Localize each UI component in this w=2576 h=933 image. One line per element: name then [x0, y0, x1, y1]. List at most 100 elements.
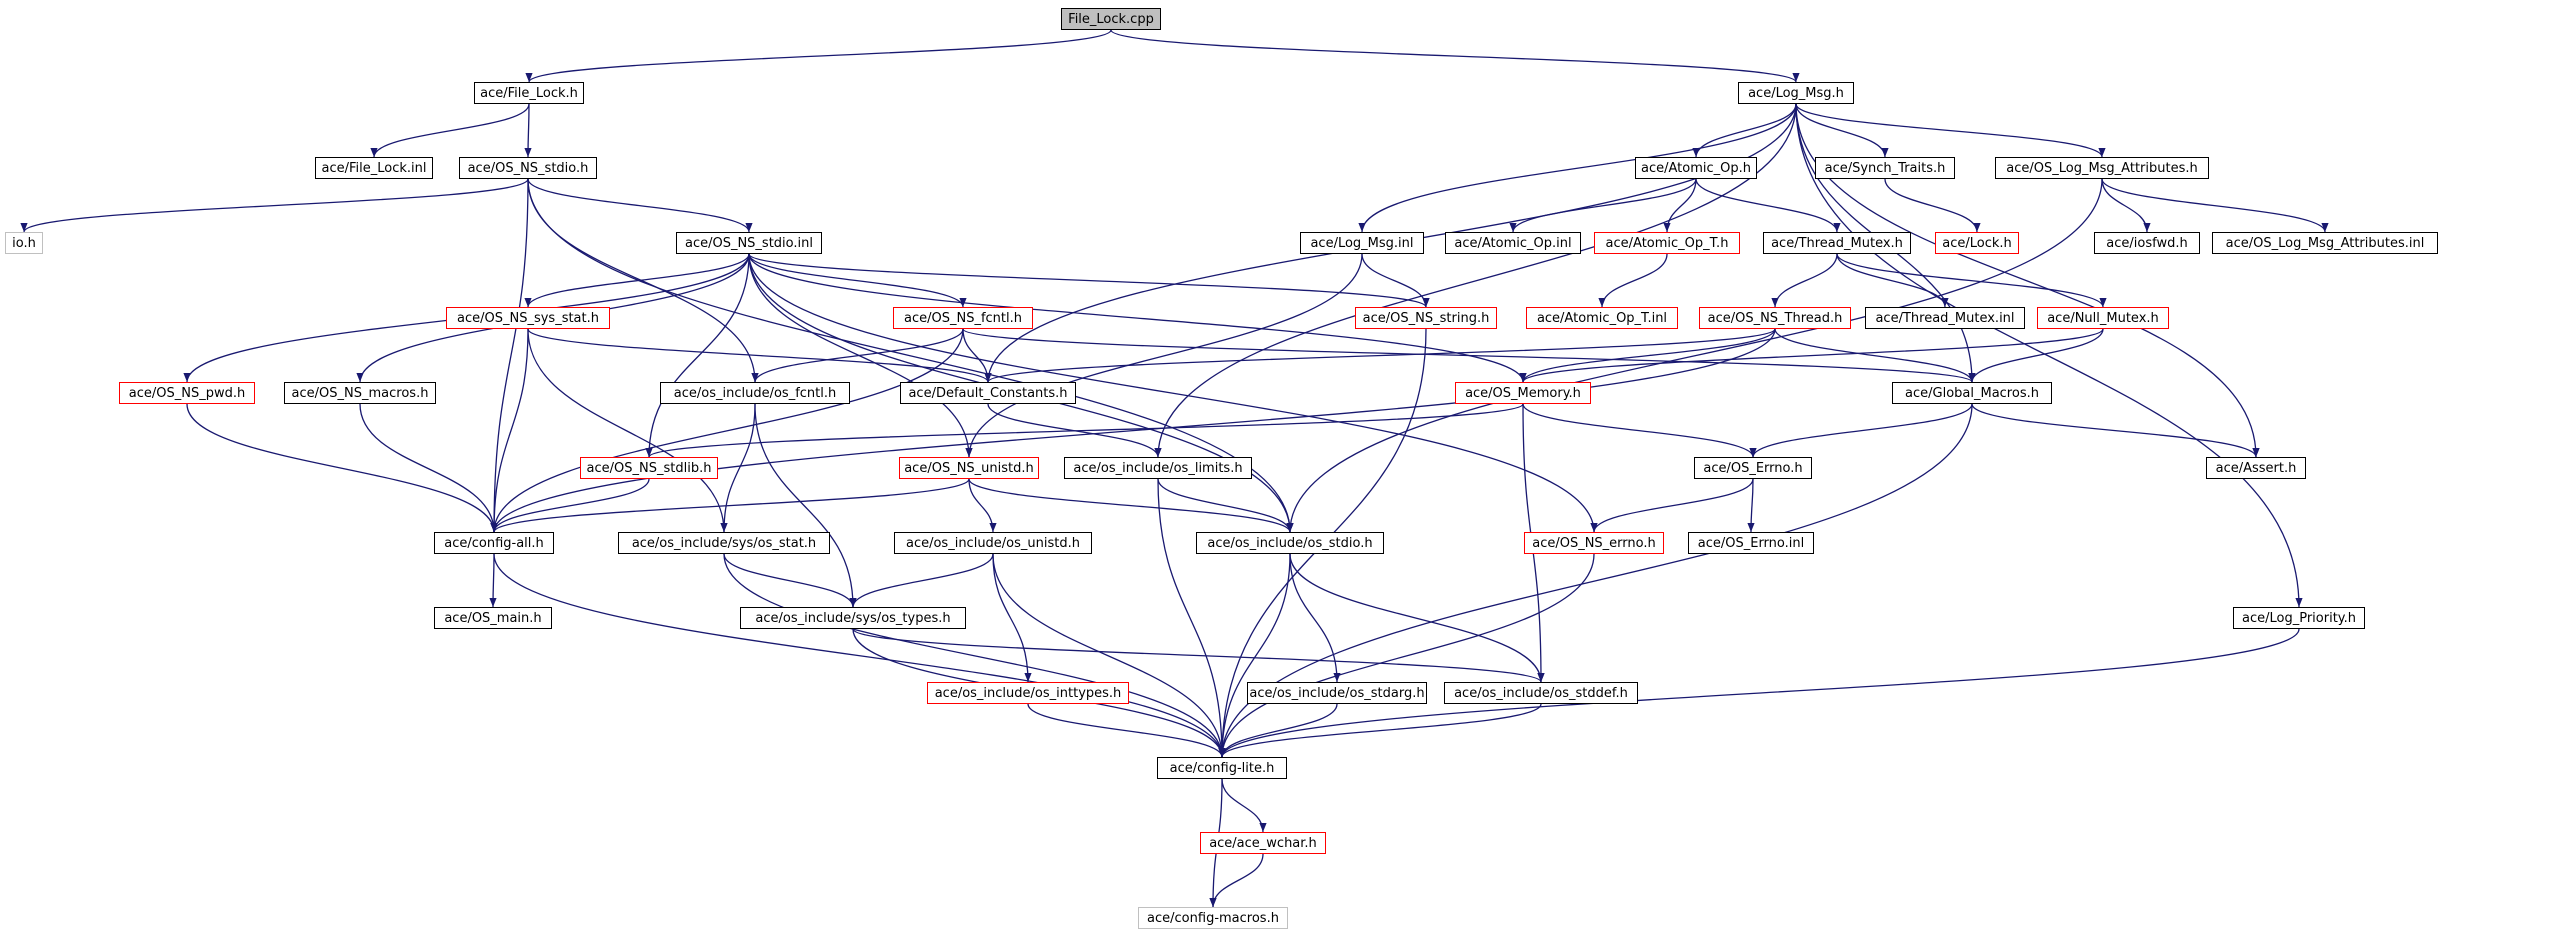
file-node-os-errno-inl[interactable]: ace/OS_Errno.inl: [1688, 532, 1814, 554]
edge-os_include_os_limits_h-to-config_lite_h: [1157, 478, 1226, 758]
file-node-default-constants-h[interactable]: ace/Default_Constants.h: [900, 382, 1076, 404]
edge-log_msg_h-to-log_msg_inl: [1358, 103, 1797, 233]
file-node-config-macros-h[interactable]: ace/config-macros.h: [1138, 907, 1288, 929]
file-node-atomic-op-t-inl[interactable]: ace/Atomic_Op_T.inl: [1526, 307, 1678, 329]
edge-global_macros_h-to-os_errno_h: [1749, 403, 1973, 458]
file-node-os-include-sys-os-types-h[interactable]: ace/os_include/sys/os_types.h: [740, 607, 966, 629]
file-node-os-log-msg-attr-h[interactable]: ace/OS_Log_Msg_Attributes.h: [1995, 157, 2209, 179]
edge-os_errno_h-to-os_ns_errno_h: [1590, 478, 1754, 533]
file-node-log-msg-inl[interactable]: ace/Log_Msg.inl: [1300, 232, 1424, 254]
edge-os_include_os_stdio_h-to-os_include_os_stddef_h: [1289, 553, 1545, 683]
file-node-iosfwd-h[interactable]: ace/iosfwd.h: [2094, 232, 2200, 254]
file-node-log-priority-h[interactable]: ace/Log_Priority.h: [2233, 607, 2365, 629]
edge-os_include_sys_os_types_h-to-os_include_os_stddef_h: [852, 628, 1545, 683]
file-node-os-ns-macros-h[interactable]: ace/OS_NS_macros.h: [284, 382, 436, 404]
file-node-file-lock-h[interactable]: ace/File_Lock.h: [474, 82, 584, 104]
edge-os_ns_fcntl_h-to-os_include_os_fcntl_h: [751, 328, 964, 383]
edge-thread_mutex_h-to-null_mutex_h: [1836, 253, 2107, 308]
edge-atomic_op_h-to-thread_mutex_h: [1695, 178, 1841, 233]
edge-os_ns_thread_h-to-config_all_h: [490, 328, 1776, 533]
edge-os_ns_thread_h-to-global_macros_h: [1774, 328, 1976, 383]
file-node-os-ns-errno-h[interactable]: ace/OS_NS_errno.h: [1524, 532, 1664, 554]
file-node-os-include-os-limits-h[interactable]: ace/os_include/os_limits.h: [1064, 457, 1252, 479]
edge-os_memory_h-to-os_ns_stdlib_h: [645, 403, 1524, 458]
file-node-os-include-os-fcntl-h[interactable]: ace/os_include/os_fcntl.h: [660, 382, 850, 404]
edge-null_mutex_h-to-global_macros_h: [1968, 328, 2104, 383]
edge-os_ns_thread_h-to-os_memory_h: [1519, 328, 1776, 383]
edge-os_ns_sys_stat_h-to-default_constants_h: [527, 328, 992, 383]
file-node-atomic-op-t-h[interactable]: ace/Atomic_Op_T.h: [1594, 232, 1740, 254]
file-node-os-main-h[interactable]: ace/OS_main.h: [434, 607, 552, 629]
file-node-os-ns-stdio-h[interactable]: ace/OS_NS_stdio.h: [459, 157, 597, 179]
file-node-thread-mutex-inl[interactable]: ace/Thread_Mutex.inl: [1865, 307, 2025, 329]
file-node-os-ns-stdlib-h[interactable]: ace/OS_NS_stdlib.h: [580, 457, 718, 479]
edge-thread_mutex_h-to-thread_mutex_inl: [1836, 253, 1949, 308]
file-node-os-memory-h[interactable]: ace/OS_Memory.h: [1455, 382, 1591, 404]
edge-os_include_sys_os_stat_h-to-os_include_sys_os_types_h: [723, 553, 857, 608]
edge-file_lock_cpp-to-log_msg_h: [1110, 29, 1800, 83]
edge-os_ns_stdio_inl-to-os_ns_sys_stat_h: [524, 253, 750, 308]
edge-os_ns_stdio_inl-to-os_ns_string_h: [748, 253, 1430, 308]
edge-os_ns_stdio_inl-to-os_memory_h: [748, 253, 1527, 383]
edge-file_lock_cpp-to-file_lock_h: [525, 29, 1112, 83]
edge-atomic_op_h-to-atomic_op_inl: [1509, 178, 1697, 233]
file-node-assert-h[interactable]: ace/Assert.h: [2206, 457, 2306, 479]
file-node-os-include-os-stdio-h[interactable]: ace/os_include/os_stdio.h: [1196, 532, 1384, 554]
file-node-atomic-op-inl[interactable]: ace/Atomic_Op.inl: [1445, 232, 1581, 254]
edge-os_log_msg_attr_h-to-iosfwd_h: [2101, 178, 2151, 233]
file-node-file-lock-inl[interactable]: ace/File_Lock.inl: [315, 157, 433, 179]
edge-os_ns_stdio_inl-to-os_ns_stdlib_h: [645, 253, 750, 458]
file-node-log-msg-h[interactable]: ace/Log_Msg.h: [1738, 82, 1854, 104]
file-node-null-mutex-h[interactable]: ace/Null_Mutex.h: [2037, 307, 2169, 329]
edge-config_all_h-to-config_lite_h: [493, 553, 1226, 758]
file-node-os-ns-unistd-h[interactable]: ace/OS_NS_unistd.h: [899, 457, 1039, 479]
file-node-ace-wchar-h[interactable]: ace/ace_wchar.h: [1200, 832, 1326, 854]
edge-os_include_os_unistd_h-to-os_include_os_inttypes_h: [992, 553, 1032, 683]
file-node-os-include-os-stddef-h[interactable]: ace/os_include/os_stddef.h: [1444, 682, 1638, 704]
edge-os_ns_sys_stat_h-to-os_include_sys_os_stat_h: [527, 328, 728, 533]
file-node-os-include-os-inttypes-h[interactable]: ace/os_include/os_inttypes.h: [927, 682, 1129, 704]
edge-os_ns_unistd_h-to-config_all_h: [490, 478, 970, 533]
file-node-os-ns-stdio-inl[interactable]: ace/OS_NS_stdio.inl: [676, 232, 822, 254]
file-node-os-log-msg-attr-inl[interactable]: ace/OS_Log_Msg_Attributes.inl: [2212, 232, 2438, 254]
file-node-os-ns-thread-h[interactable]: ace/OS_NS_Thread.h: [1699, 307, 1851, 329]
edge-os_ns_macros_h-to-config_all_h: [359, 403, 498, 533]
edge-synch_traits_h-to-lock_h: [1884, 178, 1981, 233]
edge-global_macros_h-to-assert_h: [1971, 403, 2260, 458]
file-node-os-include-os-unistd-h[interactable]: ace/os_include/os_unistd.h: [894, 532, 1092, 554]
edge-config_all_h-to-os_main_h: [489, 553, 497, 608]
file-node-os-ns-fcntl-h[interactable]: ace/OS_NS_fcntl.h: [893, 307, 1033, 329]
file-node-synch-traits-h[interactable]: ace/Synch_Traits.h: [1815, 157, 1955, 179]
edge-os_ns_stdio_inl-to-os_ns_fcntl_h: [748, 253, 967, 308]
file-node-io-h[interactable]: io.h: [5, 232, 43, 254]
edge-log_msg_h-to-synch_traits_h: [1795, 103, 1889, 158]
file-node-atomic-op-h[interactable]: ace/Atomic_Op.h: [1635, 157, 1757, 179]
file-node-thread-mutex-h[interactable]: ace/Thread_Mutex.h: [1763, 232, 1911, 254]
edge-os_include_os_fcntl_h-to-os_include_sys_os_types_h: [754, 403, 857, 608]
edge-file_lock_h-to-os_ns_stdio_h: [524, 103, 532, 158]
edge-os_ns_fcntl_h-to-config_all_h: [490, 328, 964, 533]
edge-os_include_os_stdio_h-to-config_lite_h: [1218, 553, 1291, 758]
edge-atomic_op_t_h-to-atomic_op_t_inl: [1598, 253, 1668, 308]
file-node-config-lite-h[interactable]: ace/config-lite.h: [1157, 757, 1287, 779]
edge-null_mutex_h-to-os_memory_h: [1519, 328, 2104, 383]
file-node-lock-h[interactable]: ace/Lock.h: [1935, 232, 2019, 254]
file-node-os-include-sys-os-stat-h[interactable]: ace/os_include/sys/os_stat.h: [618, 532, 830, 554]
file-node-os-ns-sys-stat-h[interactable]: ace/OS_NS_sys_stat.h: [446, 307, 610, 329]
file-node-os-errno-h[interactable]: ace/OS_Errno.h: [1694, 457, 1812, 479]
edge-log_msg_inl-to-os_ns_string_h: [1361, 253, 1430, 308]
edge-log_priority_h-to-config_lite_h: [1218, 628, 2300, 758]
file-node-global-macros-h[interactable]: ace/Global_Macros.h: [1892, 382, 2052, 404]
file-node-os-include-os-stdarg-h[interactable]: ace/os_include/os_stdarg.h: [1247, 682, 1427, 704]
file-node-os-ns-string-h[interactable]: ace/OS_NS_string.h: [1355, 307, 1497, 329]
file-node-os-ns-pwd-h[interactable]: ace/OS_NS_pwd.h: [119, 382, 255, 404]
edge-os_ns_stdlib_h-to-config_all_h: [490, 478, 650, 533]
edge-os_ns_unistd_h-to-os_include_os_unistd_h: [968, 478, 997, 533]
edge-config_lite_h-to-ace_wchar_h: [1221, 778, 1267, 833]
edge-os_ns_pwd_h-to-config_all_h: [186, 403, 498, 533]
file-node-file-lock-cpp[interactable]: File_Lock.cpp: [1061, 8, 1161, 30]
edge-os_log_msg_attr_h-to-os_include_os_stdio_h: [1286, 178, 2103, 533]
file-node-config-all-h[interactable]: ace/config-all.h: [434, 532, 554, 554]
